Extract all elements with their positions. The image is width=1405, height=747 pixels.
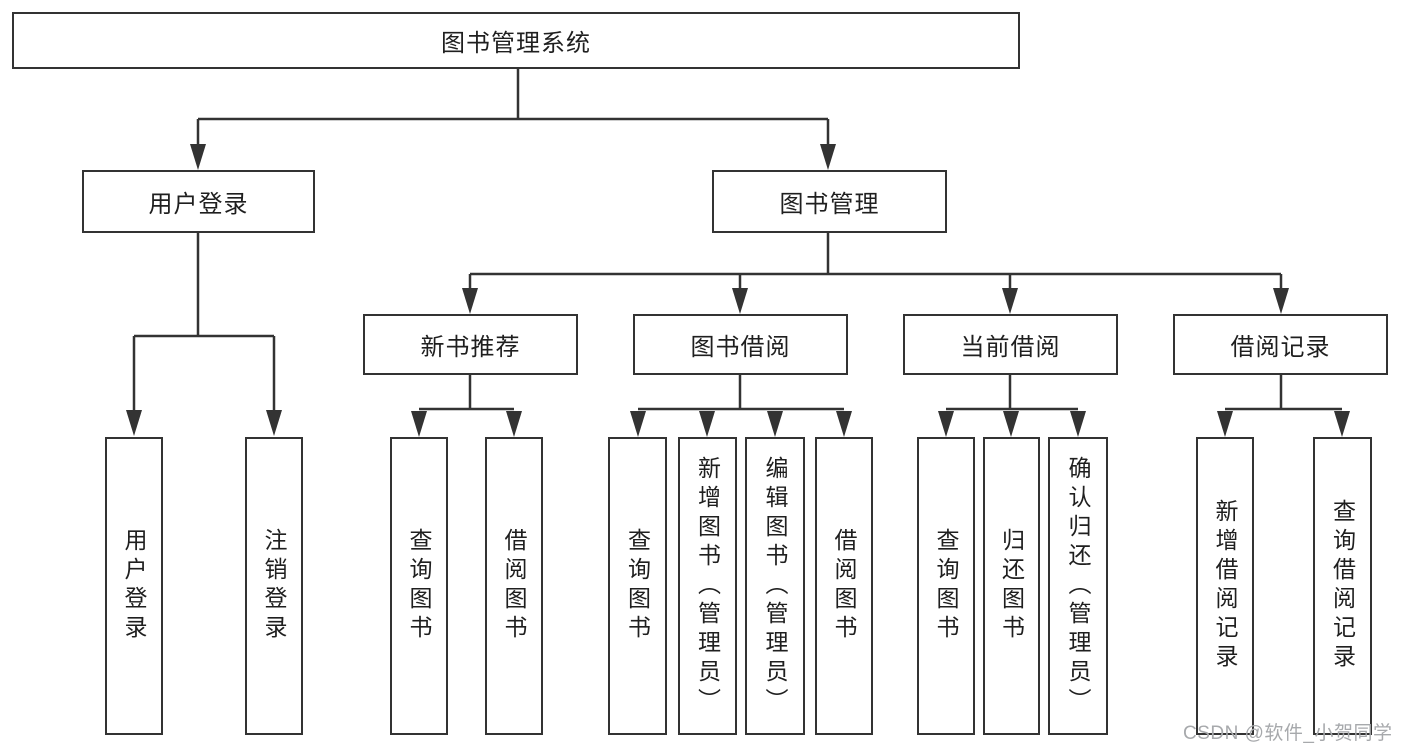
leaf-add-book-admin-label: 新增图书（管理员） <box>694 455 721 717</box>
leaf-borrow-books-label: 借阅图书 <box>831 528 857 644</box>
leaf-borrow-books: 借阅图书 <box>815 437 873 735</box>
node-borrowing-records: 借阅记录 <box>1173 314 1388 375</box>
csdn-watermark: CSDN @软件_小贺同学 <box>1183 723 1393 744</box>
leaf-query-books-current-label: 查询图书 <box>933 528 959 644</box>
leaf-add-borrow-record-label: 新增借阅记录 <box>1212 499 1238 673</box>
leaf-user-login: 用户登录 <box>105 437 163 735</box>
node-current-borrowing-label: 当前借阅 <box>960 334 1061 361</box>
node-new-book-recommend: 新书推荐 <box>363 314 578 375</box>
leaf-edit-book-admin: 编辑图书（管理员） <box>745 437 805 735</box>
node-root-system: 图书管理系统 <box>12 12 1020 69</box>
leaf-query-books-recommend: 查询图书 <box>390 437 448 735</box>
leaf-confirm-return-admin: 确认归还（管理员） <box>1048 437 1108 735</box>
node-root-label: 图书管理系统 <box>441 30 591 57</box>
leaf-return-book-label: 归还图书 <box>998 528 1025 644</box>
leaf-confirm-return-admin-label: 确认归还（管理员） <box>1065 455 1091 717</box>
leaf-borrow-books-recommend: 借阅图书 <box>485 437 543 735</box>
leaf-query-books-borrow-label: 查询图书 <box>624 528 651 644</box>
leaf-add-book-admin: 新增图书（管理员） <box>678 437 737 735</box>
leaf-logout: 注销登录 <box>245 437 303 735</box>
leaf-query-books-recommend-label: 查询图书 <box>406 528 432 644</box>
node-current-borrowing: 当前借阅 <box>903 314 1118 375</box>
leaf-query-books-borrow: 查询图书 <box>608 437 667 735</box>
node-user-login-label: 用户登录 <box>148 191 249 218</box>
leaf-edit-book-admin-label: 编辑图书（管理员） <box>762 455 788 717</box>
node-borrowing-records-label: 借阅记录 <box>1230 334 1331 361</box>
node-user-login: 用户登录 <box>82 170 315 233</box>
node-book-borrowing-label: 图书借阅 <box>690 334 791 361</box>
node-book-borrowing: 图书借阅 <box>633 314 848 375</box>
node-book-management: 图书管理 <box>712 170 947 233</box>
leaf-query-books-current: 查询图书 <box>917 437 975 735</box>
node-new-book-recommend-label: 新书推荐 <box>420 334 521 361</box>
node-book-management-label: 图书管理 <box>779 191 880 218</box>
leaf-user-login-label: 用户登录 <box>121 528 147 644</box>
leaf-logout-label: 注销登录 <box>261 528 287 644</box>
leaf-query-borrow-record: 查询借阅记录 <box>1313 437 1372 735</box>
leaf-add-borrow-record: 新增借阅记录 <box>1196 437 1254 735</box>
leaf-return-book: 归还图书 <box>983 437 1040 735</box>
leaf-borrow-books-recommend-label: 借阅图书 <box>501 528 527 644</box>
leaf-query-borrow-record-label: 查询借阅记录 <box>1329 499 1356 673</box>
